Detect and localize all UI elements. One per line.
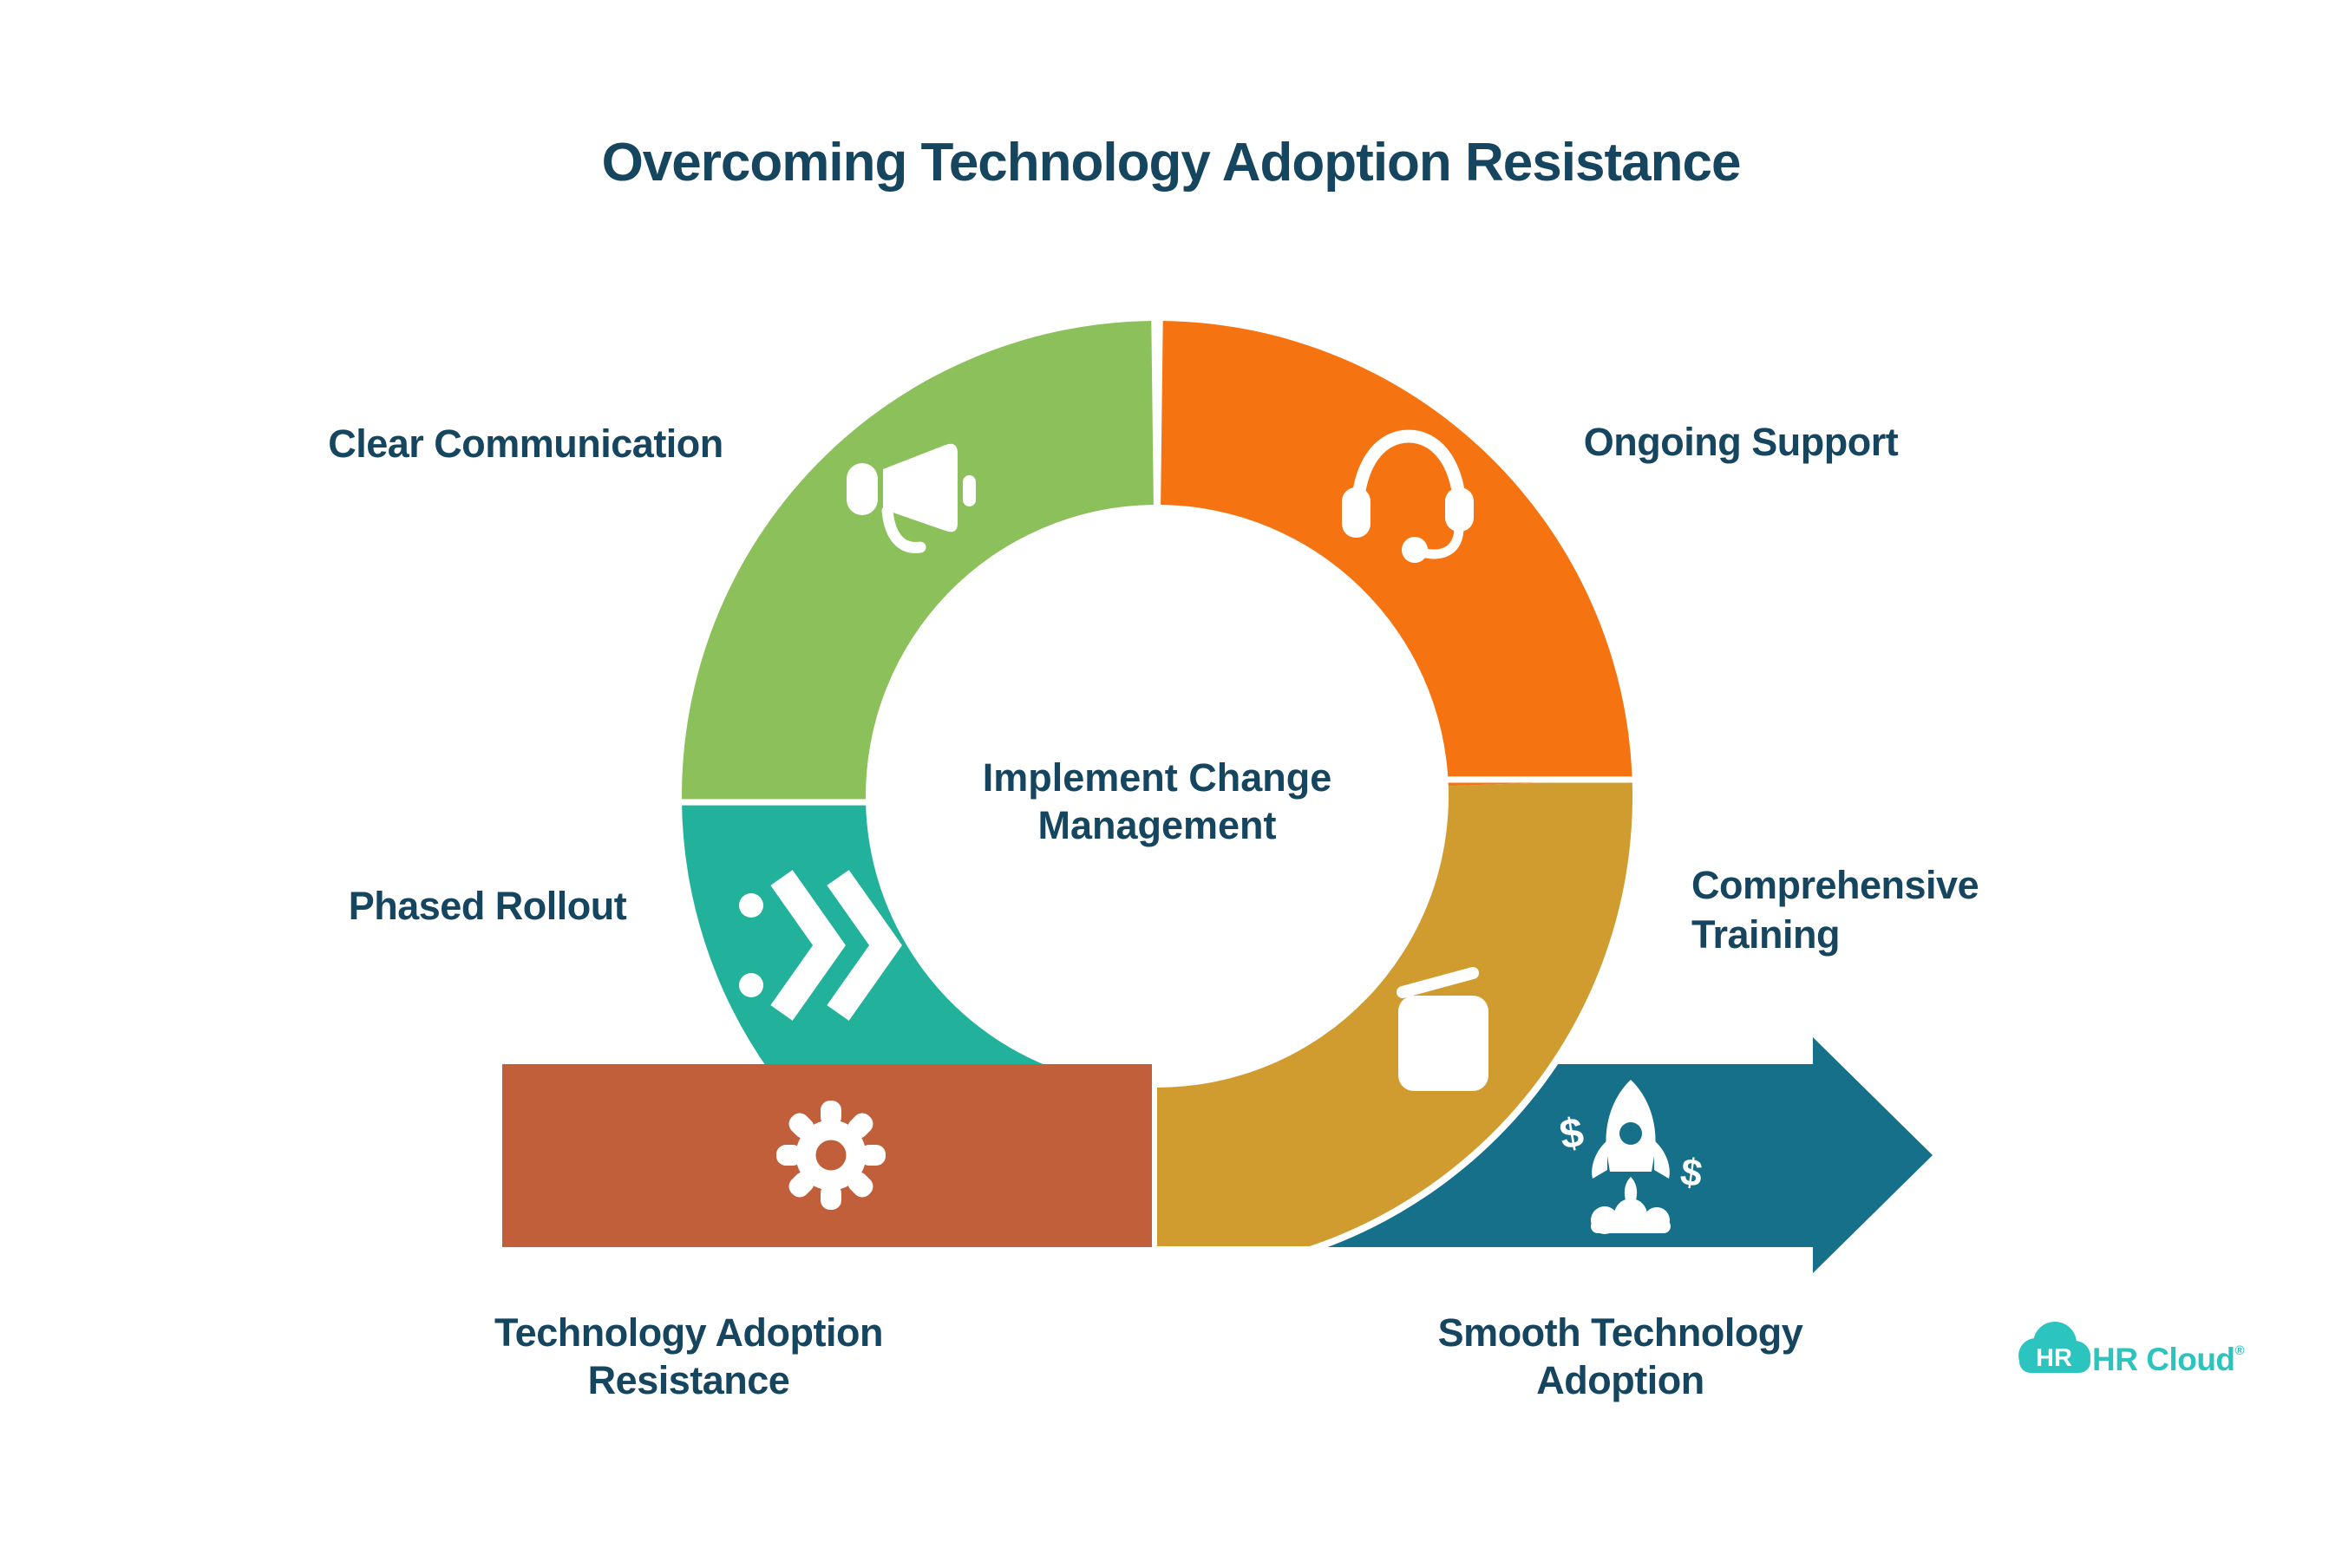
registered-mark: ® — [2234, 1343, 2245, 1358]
rocket-launch-icon: $ $ — [1556, 1080, 1704, 1234]
segment-gap-right — [1442, 776, 1639, 783]
label-phased-rollout: Phased Rollout — [348, 884, 627, 928]
logo-name: HR Cloud — [2092, 1342, 2235, 1377]
label-technology-adoption-resistance: Technology Adoption Resistance — [494, 1310, 883, 1402]
megaphone-icon — [847, 443, 976, 553]
hr-cloud-wordmark: HR Cloud® — [2092, 1330, 2245, 1381]
start-bar — [502, 1064, 1152, 1247]
rocket-window — [1619, 1122, 1642, 1145]
segment-gap-top — [1154, 314, 1161, 513]
fast-forward-icon — [739, 870, 902, 1021]
hub-label: Implement Change Management — [982, 755, 1332, 847]
donut-segment-comprehensive-training — [1157, 779, 1633, 1246]
hr-cloud-logo-badge: HR — [2018, 1322, 2090, 1373]
label-clear-communication: Clear Communication — [328, 421, 723, 466]
book-icon — [1397, 967, 1488, 1091]
headset-icon — [1342, 429, 1474, 563]
logo-badge-text: HR — [2036, 1344, 2072, 1372]
cloud-icon — [2018, 1322, 2090, 1373]
label-comprehensive-training: Comprehensive Training — [1691, 863, 1979, 957]
page-title: Overcoming Technology Adoption Resistanc… — [601, 133, 1742, 193]
donut-segment-ongoing-support — [1161, 321, 1632, 787]
donut-segment-clear-communication — [682, 321, 1154, 805]
gear-icon — [776, 1101, 886, 1210]
segment-gap-left — [677, 799, 873, 806]
label-smooth-technology-adoption: Smooth Technology Adoption — [1437, 1310, 1803, 1402]
label-ongoing-support: Ongoing Support — [1583, 420, 1899, 464]
